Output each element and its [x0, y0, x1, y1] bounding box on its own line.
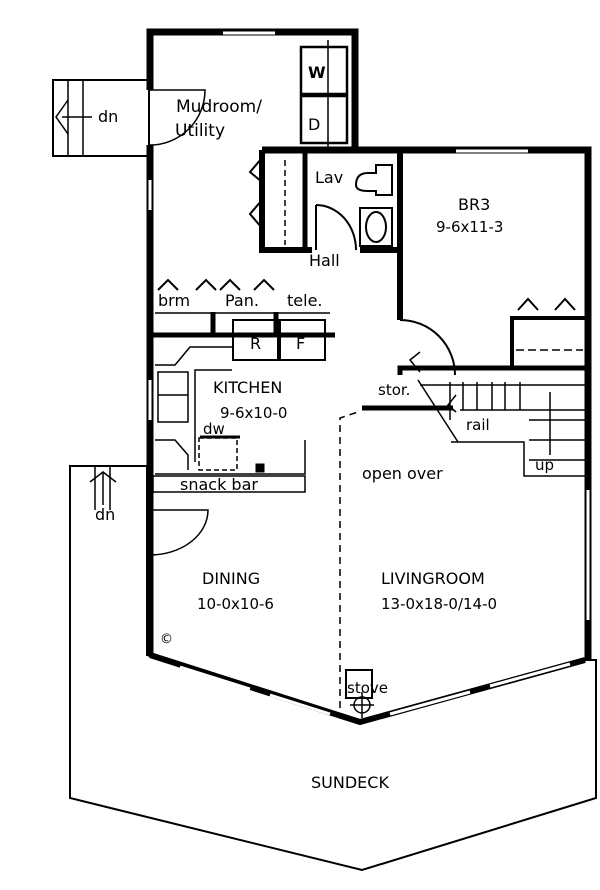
- label-up: up: [535, 456, 554, 474]
- label-dn-top: dn: [98, 107, 118, 126]
- windows: [148, 31, 590, 716]
- label-dishwasher: dw: [203, 420, 225, 438]
- label-mudroom: Mudroom/: [176, 97, 262, 117]
- label-snack-bar: snack bar: [180, 475, 258, 494]
- label-dining: DINING: [202, 569, 260, 588]
- label-br3-size: 9-6x11-3: [436, 218, 503, 236]
- label-rail: rail: [466, 416, 490, 434]
- label-hall: Hall: [309, 251, 340, 270]
- label-stove: stove: [347, 679, 388, 697]
- mudroom-steps: [52, 79, 150, 157]
- label-open-over: open over: [362, 464, 443, 483]
- label-pantry: Pan.: [225, 291, 259, 310]
- label-kitchen-size: 9-6x10-0: [220, 404, 287, 422]
- label-dn-deck: dn: [95, 505, 115, 524]
- label-sundeck: SUNDECK: [311, 773, 389, 792]
- stairs: [408, 351, 585, 477]
- label-fridge: R: [250, 334, 261, 353]
- label-copyright: ©: [160, 632, 173, 647]
- label-livingroom-size: 13-0x18-0/14-0: [381, 595, 497, 613]
- label-washer: W: [308, 63, 326, 82]
- label-tele: tele.: [287, 291, 323, 310]
- label-storage: stor.: [378, 381, 410, 399]
- label-utility: Utility: [175, 121, 225, 141]
- label-broom: brm: [158, 291, 190, 310]
- label-br3: BR3: [458, 195, 490, 214]
- mudroom-door-swing: [149, 89, 206, 146]
- label-livingroom: LIVINGROOM: [381, 569, 485, 588]
- label-dryer: D: [308, 115, 320, 134]
- label-kitchen: KITCHEN: [213, 378, 282, 397]
- label-dining-size: 10-0x10-6: [197, 595, 274, 613]
- label-lav: Lav: [315, 168, 343, 187]
- label-freezer: F: [296, 334, 305, 353]
